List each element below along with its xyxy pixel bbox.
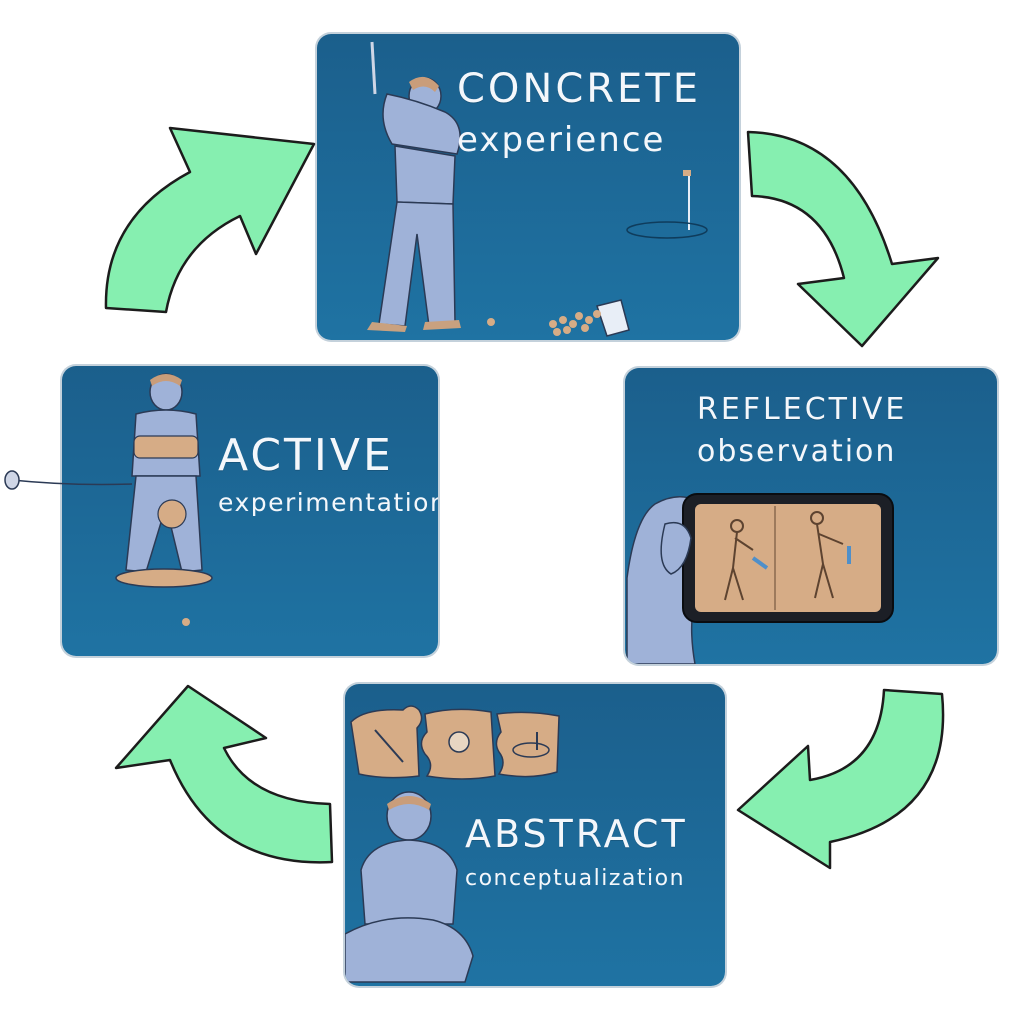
cycle-arrow-icon (746, 130, 940, 348)
panel-concrete-experience: CONCRETE experience (317, 34, 739, 340)
stage-title: ABSTRACT (465, 812, 688, 856)
golfer-swing-icon (367, 41, 708, 337)
puzzle-pieces-icon (350, 705, 560, 780)
cycle-arrow-icon (104, 126, 316, 314)
panel-abstract-conceptualization: ABSTRACT conceptualization (345, 684, 725, 986)
stage-title: REFLECTIVE (697, 392, 908, 427)
balance-board-golfer-icon (115, 373, 213, 626)
panel-reflective-observation: REFLECTIVE observation (625, 368, 997, 664)
cycle-arrow-icon (114, 684, 334, 864)
thinking-person-icon (345, 791, 474, 983)
stage-subtitle: experimentation (218, 488, 438, 517)
stage-subtitle: experience (457, 120, 666, 160)
stage-subtitle: observation (697, 434, 897, 469)
stage-title: ACTIVE (218, 430, 394, 481)
cycle-arrow-icon (736, 688, 945, 870)
hand-phone-video-icon (626, 493, 894, 664)
panel-background (62, 366, 438, 656)
golf-club-icon (4, 470, 133, 490)
stage-subtitle: conceptualization (465, 866, 686, 891)
stage-title: CONCRETE (457, 66, 702, 112)
panel-active-experimentation: ACTIVE experimentation (62, 366, 438, 656)
